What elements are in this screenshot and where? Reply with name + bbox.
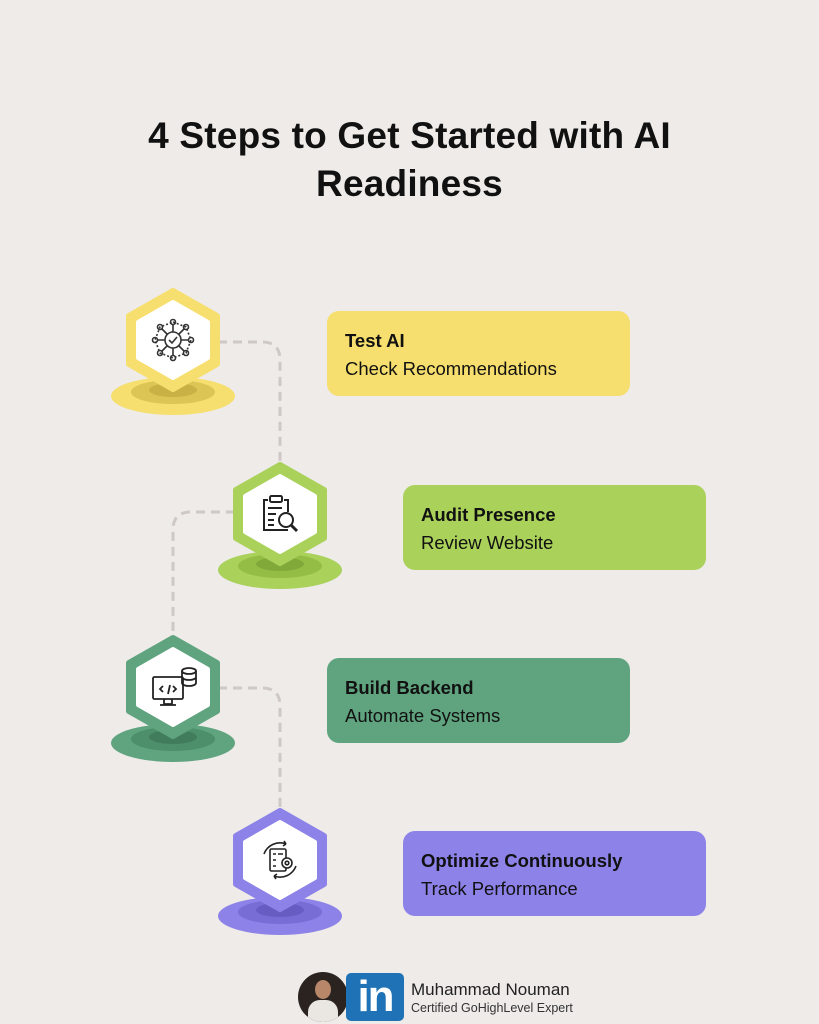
- computer-database-icon: [152, 667, 197, 706]
- step-title: Build Backend: [345, 677, 474, 698]
- step-card-3: Build Backend Automate Systems: [327, 658, 630, 743]
- author-tagline: Certified GoHighLevel Expert: [411, 1001, 573, 1015]
- step-card-2: Audit Presence Review Website: [403, 485, 706, 570]
- clipboard-search-icon: [263, 495, 299, 533]
- step-1-marker: [111, 288, 235, 415]
- step-4-marker: [218, 808, 342, 935]
- step-card-1: Test AI Check Recommendations: [327, 311, 630, 396]
- step-card-4: Optimize Continuously Track Performance: [403, 831, 706, 916]
- step-3-marker: [111, 635, 235, 762]
- step-subtitle: Automate Systems: [345, 705, 501, 726]
- step-subtitle: Review Website: [421, 532, 554, 553]
- linkedin-icon[interactable]: in: [346, 973, 404, 1021]
- step-title: Test AI: [345, 330, 405, 351]
- author-name: Muhammad Nouman: [411, 980, 570, 999]
- step-title: Audit Presence: [421, 504, 556, 525]
- page-title: 4 Steps to Get Started with AI Readiness: [148, 115, 671, 204]
- optimize-cycle-icon: [263, 840, 297, 880]
- step-title: Optimize Continuously: [421, 850, 623, 871]
- step-subtitle: Track Performance: [421, 878, 578, 899]
- step-2-marker: [218, 462, 342, 589]
- author-footer: in Muhammad Nouman Certified GoHighLevel…: [298, 970, 618, 1022]
- step-subtitle: Check Recommendations: [345, 358, 557, 379]
- network-check-icon: [151, 318, 195, 362]
- avatar: [298, 972, 348, 1022]
